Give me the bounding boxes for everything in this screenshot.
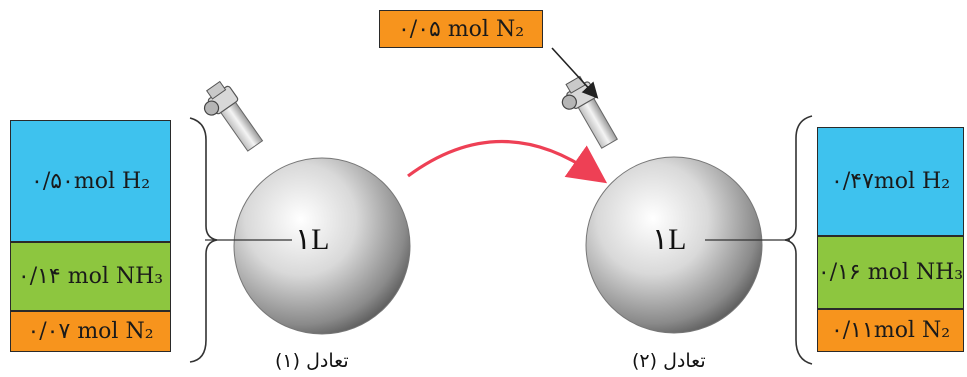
left-flask-volume: ١L [295, 223, 330, 256]
left-caption: تعادل (١) [275, 350, 349, 372]
right-n2-amount: ٠/١١mol N₂ [817, 309, 964, 352]
right-nh3-amount: ٠/١۶ mol NH₃ [817, 236, 964, 309]
left-bracket [189, 117, 218, 363]
right-caption: تعادل (٢) [632, 350, 706, 372]
left-flask [203, 80, 411, 335]
transition-arrow [407, 139, 608, 184]
right-h2-amount: ٠/۴٧mol H₂ [817, 127, 964, 236]
right-bracket [784, 115, 813, 365]
added-n2-label: ٠/٠۵ mol N₂ [379, 10, 543, 48]
left-h2-amount: ٠/۵٠mol H₂ [10, 120, 171, 242]
left-nh3-amount: ٠/١۴ mol NH₃ [10, 242, 171, 311]
left-flask-stopcock [203, 80, 264, 152]
addition-arrow [551, 47, 599, 99]
left-n2-amount: ٠/٠٧ mol N₂ [10, 311, 171, 352]
right-flask-volume: ١L [652, 223, 687, 256]
right-flask-stopcock [561, 75, 618, 149]
right-flask [561, 75, 790, 334]
